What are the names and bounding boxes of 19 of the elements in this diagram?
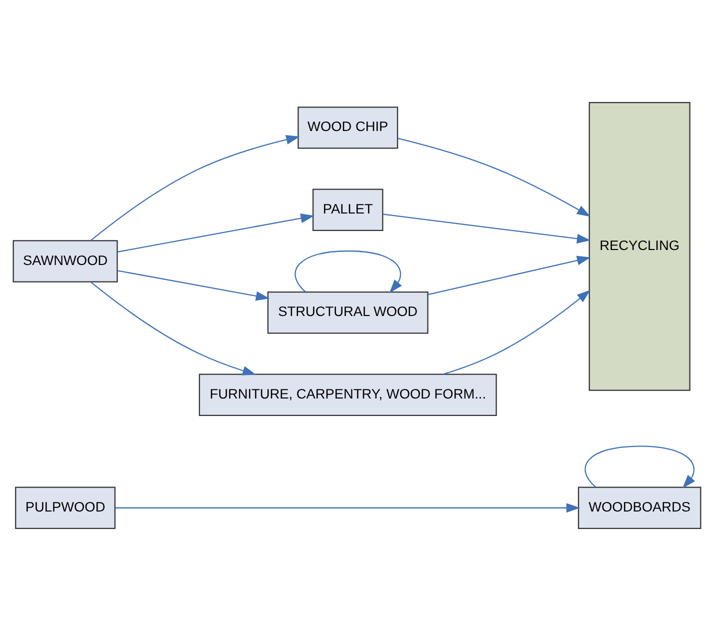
arrow <box>584 445 696 488</box>
node-box: PULPWOOD <box>15 486 116 528</box>
node-box: RECYCLING <box>588 102 690 390</box>
arrow <box>398 137 591 216</box>
arrow <box>117 213 314 252</box>
arrow <box>443 289 591 374</box>
node-box: FURNITURE, CARPENTRY, WOOD FORM... <box>198 373 497 416</box>
arrow <box>90 281 256 375</box>
node-box: SAWNWOOD <box>12 240 118 282</box>
node-box: WOODBOARDS <box>578 486 702 528</box>
arrow <box>117 270 270 300</box>
arrow <box>115 502 580 512</box>
arrow <box>382 213 591 243</box>
node-box: PALLET <box>312 188 384 230</box>
node-box: STRUCTURAL WOOD <box>267 291 428 334</box>
arrow <box>428 255 591 295</box>
node-box: WOOD CHIP <box>298 106 398 148</box>
arrow <box>90 134 300 240</box>
arrow <box>294 250 402 293</box>
